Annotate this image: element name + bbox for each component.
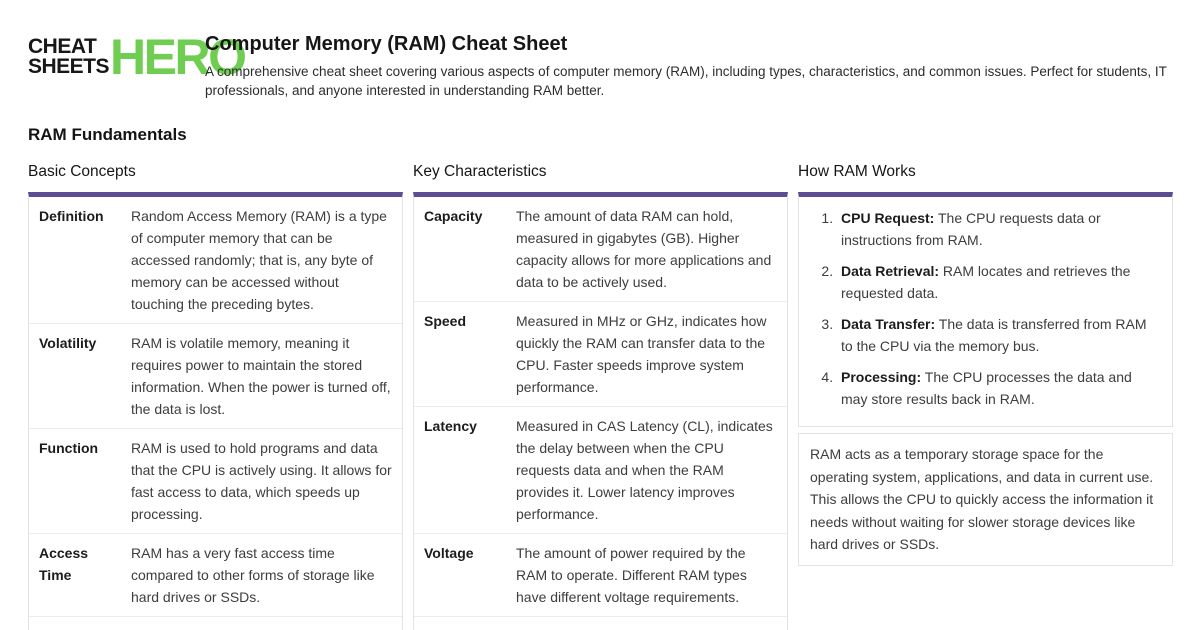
page-description: A comprehensive cheat sheet covering var… [205, 64, 1167, 98]
step-term: Data Transfer: [841, 316, 936, 332]
row-label: Volatility [39, 335, 97, 351]
table-row: Speed Measured in MHz or GHz, indicates … [414, 302, 787, 407]
step-item: CPU Request: The CPU requests data or in… [837, 207, 1158, 251]
step-term: Processing: [841, 369, 922, 385]
row-label: Speed [424, 313, 467, 329]
table-row: Definition Random Access Memory (RAM) is… [29, 197, 402, 324]
row-value: The amount of data RAM can hold, measure… [516, 208, 772, 290]
key-characteristics-card: Capacity The amount of data RAM can hold… [413, 192, 788, 630]
step-term: CPU Request: [841, 210, 935, 226]
page-title: Computer Memory (RAM) Cheat Sheet [205, 33, 568, 55]
step-item: Data Transfer: The data is transferred f… [837, 313, 1158, 357]
step-text: The data is transferred from RAM to the … [841, 316, 1147, 354]
table-row: Capacity The amount of data RAM can hold… [414, 197, 787, 302]
row-value: Measured in MHz or GHz, indicates how qu… [516, 313, 767, 395]
row-label: Definition [39, 208, 104, 224]
cheatsheetshero-logo: CHEAT SHEETS HERO [28, 32, 247, 82]
row-label: Voltage [424, 545, 474, 561]
header-text-block: Computer Memory (RAM) Cheat Sheet A comp… [205, 22, 1173, 100]
row-value: The amount of power required by the RAM … [516, 545, 747, 605]
row-value: RAM is used to hold programs and data th… [131, 440, 392, 522]
table-row: Latency Measured in CAS Latency (CL), in… [414, 407, 787, 534]
table-row: Form Physical size and shape of the RAM [414, 617, 787, 630]
column-basic-concepts: Basic Concepts Definition Random Access … [28, 163, 403, 630]
page-header: CHEAT SHEETS HERO Computer Memory (RAM) … [28, 22, 1173, 100]
how-ram-works-card: CPU Request: The CPU requests data or in… [798, 192, 1173, 427]
step-item: Processing: The CPU processes the data a… [837, 366, 1158, 410]
row-label: Access Time [39, 545, 89, 583]
row-label: Form [424, 625, 516, 630]
logo-line-cheat: CHEAT [28, 35, 97, 58]
column-how-ram-works: How RAM Works CPU Request: The CPU reque… [798, 163, 1173, 630]
table-row: Access Time RAM has a very fast access t… [29, 534, 402, 617]
step-text: The CPU requests data or instructions fr… [841, 210, 1101, 248]
logo-wordmark-left: CHEAT SHEETS [28, 35, 110, 78]
row-value: Physical size and shape of the RAM [516, 625, 777, 630]
step-text: RAM locates and retrieves the requested … [841, 263, 1131, 301]
ram-summary-note: RAM acts as a temporary storage space fo… [798, 433, 1173, 566]
step-text: The CPU processes the data and may store… [841, 369, 1132, 407]
row-label: Capacity [424, 208, 483, 224]
row-value: Random Access Memory (RAM) is a type of … [131, 208, 387, 312]
row-value: RAM is volatile memory, meaning it requi… [131, 335, 391, 417]
step-term: Data Retrieval: [841, 263, 940, 279]
column-key-characteristics: Key Characteristics Capacity The amount … [413, 163, 788, 630]
column-heading-how-ram-works: How RAM Works [798, 163, 916, 180]
column-heading-basic-concepts: Basic Concepts [28, 163, 136, 180]
basic-concepts-card: Definition Random Access Memory (RAM) is… [28, 192, 403, 630]
row-label: Latency [424, 418, 477, 434]
row-value: RAM has a very fast access time compared… [131, 545, 375, 605]
logo-hero-accent: HERO [110, 29, 247, 85]
section-title-ram-fundamentals: RAM Fundamentals [28, 125, 187, 144]
row-label: Function [39, 440, 99, 456]
table-row: Function RAM is used to hold programs an… [29, 429, 402, 534]
table-row: Volatility RAM is volatile memory, meani… [29, 324, 402, 429]
ram-steps-list: CPU Request: The CPU requests data or in… [811, 207, 1158, 410]
row-value: Measured in CAS Latency (CL), indicates … [516, 418, 773, 522]
table-row: Voltage The amount of power required by … [414, 534, 787, 617]
column-heading-key-characteristics: Key Characteristics [413, 163, 547, 180]
table-row-clipped [29, 617, 402, 630]
columns-grid: Basic Concepts Definition Random Access … [28, 163, 1173, 630]
logo-line-sheets: SHEETS [28, 55, 110, 78]
step-item: Data Retrieval: RAM locates and retrieve… [837, 260, 1158, 304]
